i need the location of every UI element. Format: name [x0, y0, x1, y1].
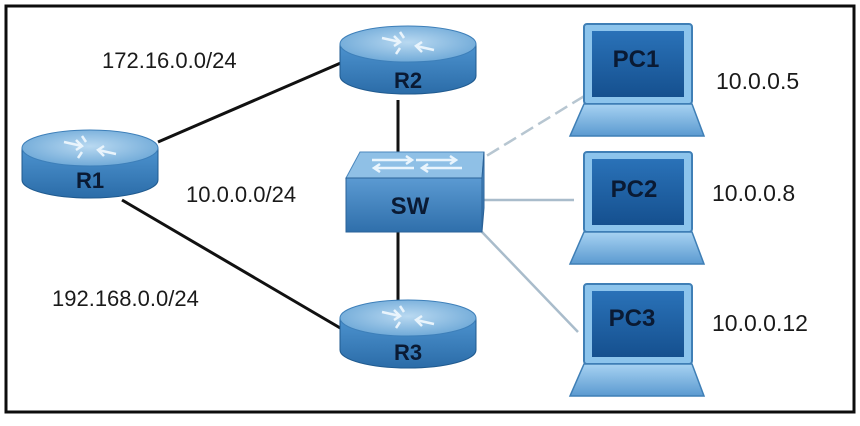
laptop-base: [568, 363, 706, 397]
router-arrows-icon: [381, 305, 435, 329]
pc3-label: PC3: [609, 305, 656, 332]
subnet-label-r1-r2: 172.16.0.0/24: [102, 48, 237, 73]
pc1-label: PC1: [613, 46, 660, 73]
pc2-label: PC2: [611, 176, 658, 203]
pc1-ip: 10.0.0.5: [716, 68, 800, 94]
subnet-label-lan: 10.0.0.0/24: [186, 182, 297, 207]
router-r1-label: R1: [76, 168, 104, 193]
pc3: PC3: [568, 283, 706, 397]
link-sw-pc3: [481, 231, 579, 333]
switch-sw: SW: [345, 151, 485, 233]
laptop-base: [568, 231, 706, 265]
router-r3-label: R3: [394, 340, 422, 365]
link-sw-pc1: [469, 93, 587, 168]
pc3-ip: 10.0.0.12: [712, 310, 808, 336]
router-arrows-icon: [63, 135, 117, 159]
subnet-label-r1-r3: 192.168.0.0/24: [52, 286, 199, 311]
router-r1: R1: [21, 129, 159, 199]
laptop-base: [568, 103, 706, 137]
router-arrows-icon: [381, 31, 435, 55]
switch-arrows-icon: [371, 154, 462, 174]
pc1: PC1: [568, 23, 706, 137]
router-r2-label: R2: [394, 68, 422, 93]
router-r2: R2: [339, 25, 477, 95]
link-r1-r3: [121, 198, 348, 334]
pc2-ip: 10.0.0.8: [712, 180, 796, 206]
router-r3: R3: [339, 299, 477, 369]
pc2: PC2: [568, 151, 706, 265]
switch-sw-label: SW: [391, 193, 430, 220]
link-r1-r2: [157, 60, 344, 144]
